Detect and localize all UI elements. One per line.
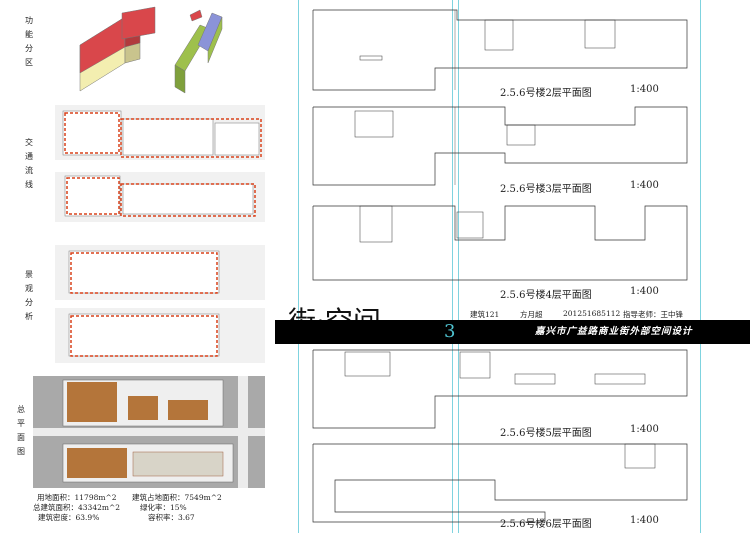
floor-plan-5-caption: 2.5.6号楼5层平面图 (500, 428, 592, 439)
floor-plan-4-scale: 1:400 (630, 286, 659, 297)
guide-line (452, 0, 453, 533)
master-plan-label: 总平面图 (17, 405, 25, 456)
guide-line (700, 0, 701, 533)
floor-plan-5-scale: 1:400 (630, 424, 659, 435)
traffic-diagram-upper (55, 105, 265, 160)
function-zoning-massing (79, 6, 223, 94)
building-footprint-stat: 建筑占地面积：7549m^2 (132, 493, 222, 502)
building-density-stat: 建筑密度：63.9% (38, 513, 100, 522)
function-zoning-label: 功能分区 (25, 16, 33, 67)
floor-plan-4 (312, 205, 688, 281)
student-id: 201251685112 (563, 309, 621, 318)
floor-plan-3 (312, 106, 688, 186)
floor-plan-5 (312, 349, 688, 429)
project-name: 嘉兴市广益路商业街外部空间设计 (535, 326, 693, 337)
guide-line (298, 0, 299, 533)
student-name: 方月超 (520, 310, 543, 319)
landscape-analysis-label: 景观分析 (25, 270, 33, 321)
floor-plan-2-caption: 2.5.6号楼2层平面图 (500, 88, 592, 99)
plot-ratio-stat: 容积率：3.67 (148, 513, 195, 522)
landscape-diagram-lower (55, 308, 265, 363)
floor-plan-2 (312, 9, 688, 91)
floor-plan-4-caption: 2.5.6号楼4层平面图 (500, 290, 592, 301)
guide-line (458, 0, 459, 533)
floor-plan-3-scale: 1:400 (630, 180, 659, 191)
page-number: 3 (444, 321, 456, 342)
landscape-diagram-upper (55, 245, 265, 300)
class-name: 建筑121 (470, 310, 500, 319)
floor-plan-3-caption: 2.5.6号楼3层平面图 (500, 184, 592, 195)
traffic-circulation-label: 交通流线 (25, 138, 33, 189)
floor-plan-6-caption: 2.5.6号楼6层平面图 (500, 519, 592, 530)
green-ratio-stat: 绿化率：15% (140, 503, 187, 512)
master-plan (33, 376, 265, 488)
title-banner (275, 320, 750, 344)
advisor: 指导老师：王中锋 (623, 310, 683, 319)
floor-plan-2-scale: 1:400 (630, 84, 659, 95)
land-area-stat: 用地面积：11798m^2 (37, 493, 117, 502)
traffic-diagram-lower (55, 172, 265, 222)
floor-plan-6-scale: 1:400 (630, 515, 659, 526)
floor-plan-6 (312, 443, 688, 523)
total-floor-area-stat: 总建筑面积：43342m^2 (33, 503, 121, 512)
